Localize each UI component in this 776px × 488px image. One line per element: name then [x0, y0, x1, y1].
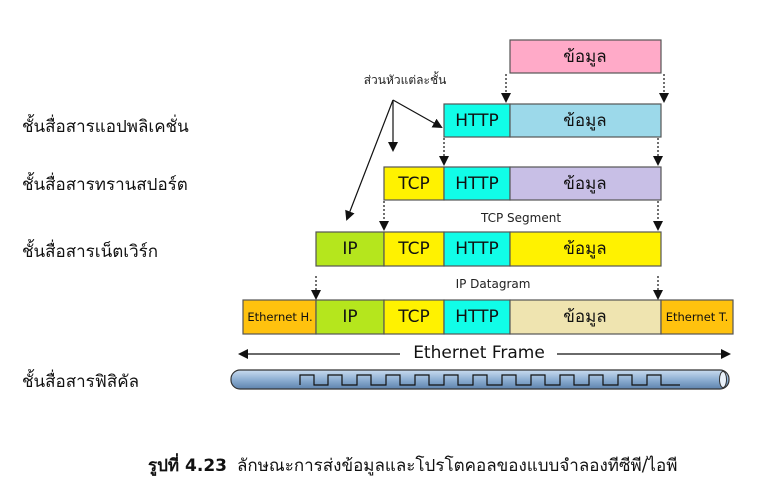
http-label: HTTP: [455, 307, 499, 327]
ethernet-header-label: Ethernet H.: [247, 310, 312, 324]
ethernet-frame-label: Ethernet Frame: [413, 343, 545, 363]
header-pointer-arrows: [345, 99, 443, 221]
http-data-box: [509, 103, 662, 138]
app-data-box: [509, 39, 662, 74]
layer-label-transport: ชั้นสื่อสารทรานสปอร์ต: [22, 172, 188, 195]
data-label: ข้อมูล: [563, 239, 606, 259]
layer-label-physical: ชั้นสื่อสารฟิสิคัล: [22, 369, 139, 392]
tcp-header-box: [383, 299, 445, 335]
ethernet-trailer-box: [660, 299, 734, 335]
tcp-segment-label: TCP Segment: [480, 211, 561, 225]
http-header-box: [443, 231, 511, 267]
http-header-box: [443, 103, 511, 138]
layer-label-network: ชั้นสื่อสารเน็ตเวิร์ก: [22, 239, 158, 262]
figure-caption: รูปที่ 4.23 ลักษณะการส่งข้อมูลและโปรโตคอล…: [148, 452, 677, 479]
tcp-label: TCP: [397, 307, 430, 327]
data-label: ข้อมูล: [563, 307, 606, 327]
http-label: HTTP: [455, 111, 499, 131]
physical-cable: [230, 369, 730, 390]
tcp-label: TCP: [397, 239, 430, 259]
frame-data-box: [509, 299, 662, 335]
header-note: ส่วนหัวแต่ละชั้น: [364, 71, 447, 87]
ip-label: IP: [342, 239, 357, 259]
http-label: HTTP: [455, 174, 499, 194]
ethernet-header-box: [242, 299, 317, 335]
tcp-data-box: [509, 166, 662, 201]
http-label: HTTP: [455, 239, 499, 259]
data-label: ข้อมูล: [563, 174, 606, 194]
figure-caption-text: ลักษณะการส่งข้อมูลและโปรโตคอลของแบบจำลอง…: [237, 456, 678, 476]
layer-label-application: ชั้นสื่อสารแอปพลิเคชั่น: [22, 114, 189, 137]
data-label: ข้อมูล: [563, 111, 606, 131]
http-header-box: [443, 299, 511, 335]
encapsulation-arrows: [311, 74, 669, 300]
app-data-label: ข้อมูล: [563, 47, 606, 67]
figure-number: รูปที่ 4.23: [148, 456, 227, 476]
tcp-label: TCP: [397, 174, 430, 194]
ip-data-box: [509, 231, 662, 267]
signal-waveform: [299, 374, 680, 386]
ethernet-trailer-label: Ethernet T.: [666, 310, 729, 324]
ip-datagram-label: IP Datagram: [456, 277, 531, 291]
ip-label: IP: [342, 307, 357, 327]
